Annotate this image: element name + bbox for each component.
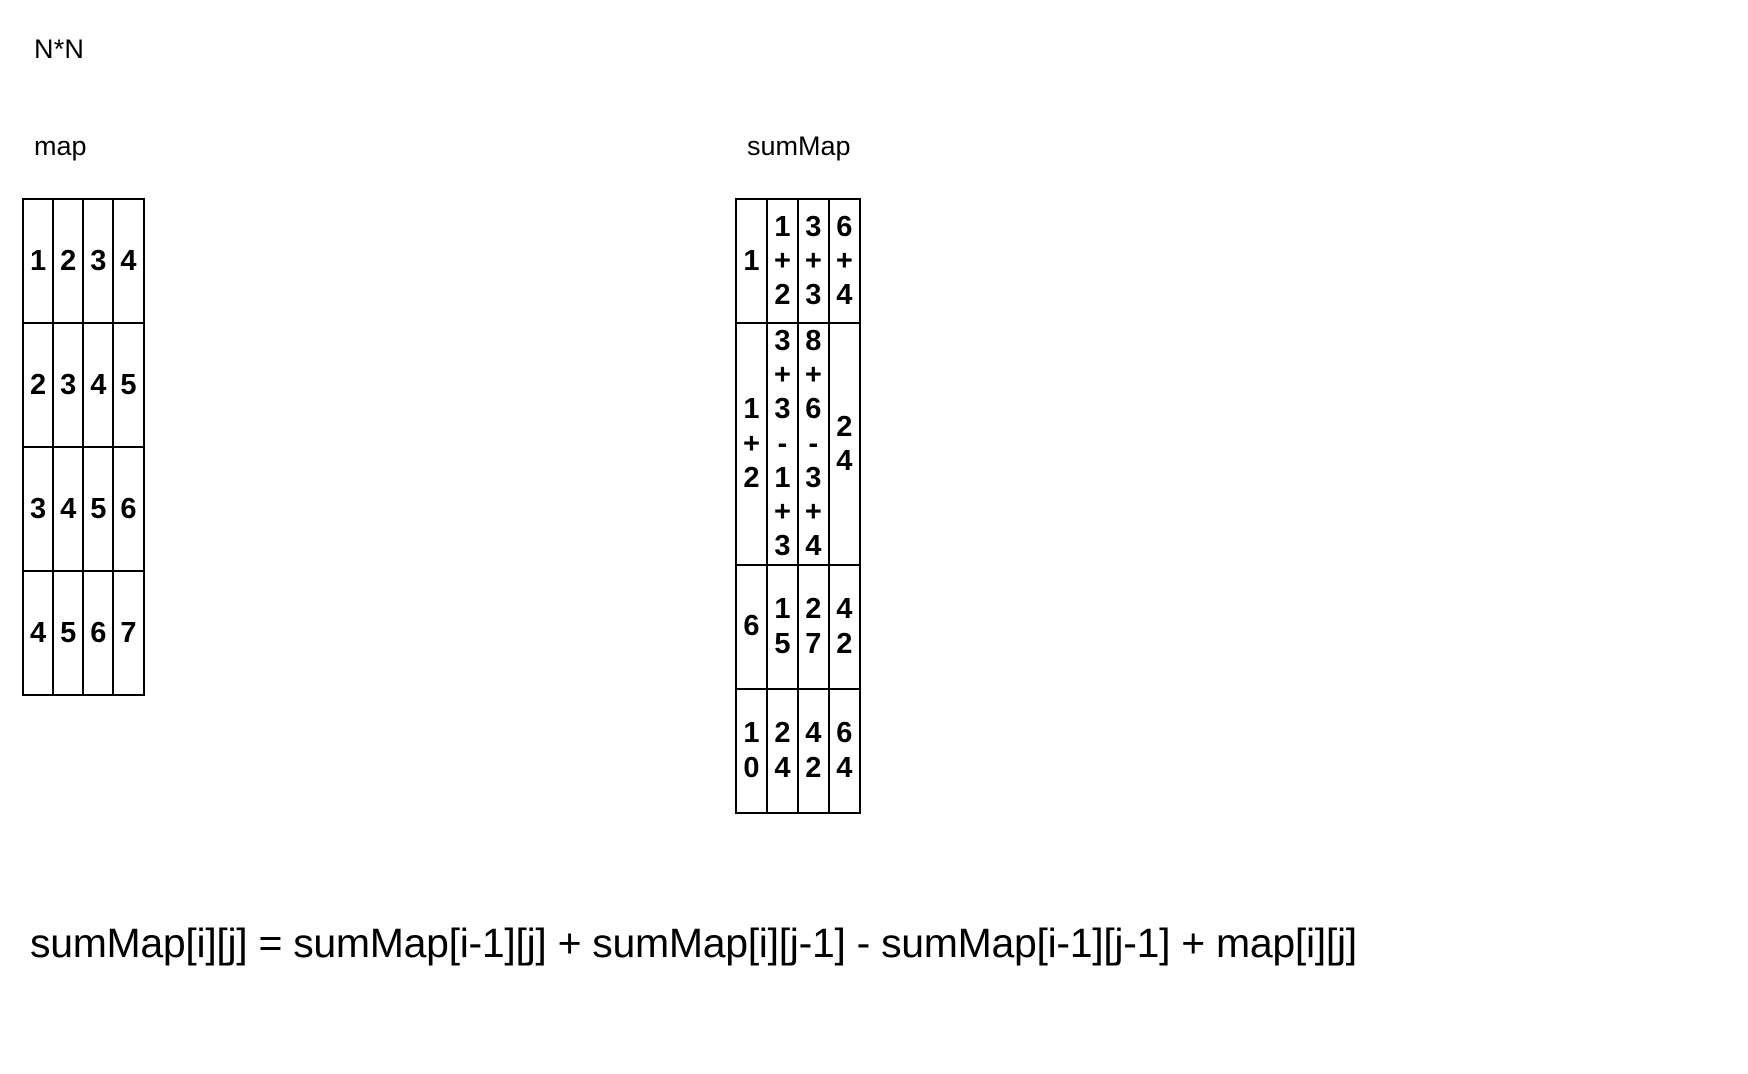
map-cell-3-0: 4 xyxy=(21,570,55,696)
cell-value: 15 xyxy=(774,593,791,660)
map-grid-title: map xyxy=(34,131,87,161)
summap-cell-2-3: 42 xyxy=(827,563,861,690)
recurrence-formula: sumMap[i][j] = sumMap[i-1][j] + sumMap[i… xyxy=(30,920,1357,966)
cell-value: 6 xyxy=(90,616,107,649)
summap-cell-3-2: 42 xyxy=(796,687,830,814)
cell-value: 1+2 xyxy=(743,393,760,494)
cell-value: 7 xyxy=(120,616,137,649)
summap-cell-2-1: 15 xyxy=(765,563,799,690)
map-cell-1-0: 2 xyxy=(21,322,55,448)
map-cell-0-3: 4 xyxy=(112,198,145,324)
cell-value: 24 xyxy=(774,717,791,784)
cell-value: 5 xyxy=(120,368,137,401)
cell-value: 5 xyxy=(90,492,107,525)
cell-value: 4 xyxy=(90,368,107,401)
cell-value: 1 xyxy=(30,244,47,277)
table-row: 4 5 6 7 xyxy=(21,570,145,696)
table-row: 2 3 4 5 xyxy=(21,322,145,448)
summap-cell-3-0: 10 xyxy=(735,687,768,814)
summap-cell-0-3: 6+4 xyxy=(827,198,861,324)
cell-value: 3 xyxy=(60,368,77,401)
map-cell-1-2: 4 xyxy=(82,322,115,448)
summap-cell-1-2: 8+6-3+4 xyxy=(796,322,830,566)
map-cell-2-2: 5 xyxy=(82,446,115,572)
map-cell-3-3: 7 xyxy=(112,570,145,696)
cell-value: 5 xyxy=(60,616,77,649)
summap-grid-table: 1 1+2 3+3 6+4 1+2 3+3-1+3 8+6-3+4 24 6 1… xyxy=(735,198,861,814)
cell-value: 6 xyxy=(120,492,137,525)
summap-cell-2-2: 27 xyxy=(796,563,830,690)
cell-value: 4 xyxy=(30,616,47,649)
table-row: 1 1+2 3+3 6+4 xyxy=(735,198,861,324)
summap-cell-2-0: 6 xyxy=(735,563,768,690)
cell-value: 3+3 xyxy=(804,210,822,312)
summap-cell-0-1: 1+2 xyxy=(765,198,799,324)
cell-value: 4 xyxy=(120,244,137,277)
cell-value: 2 xyxy=(60,244,77,277)
cell-value: 3 xyxy=(90,244,107,277)
cell-value: 4 xyxy=(60,492,77,525)
summap-cell-3-1: 24 xyxy=(765,687,799,814)
table-row: 6 15 27 42 xyxy=(735,563,861,690)
cell-value: 6 xyxy=(743,610,760,643)
cell-value: 27 xyxy=(805,593,822,660)
summap-cell-0-0: 1 xyxy=(735,198,768,324)
cell-value: 1+2 xyxy=(773,210,791,312)
cell-value: 2 xyxy=(30,368,47,401)
map-grid-table: 1 2 3 4 2 3 4 5 3 4 5 6 4 xyxy=(21,198,145,696)
map-cell-0-2: 3 xyxy=(82,198,115,324)
summap-grid-title: sumMap xyxy=(747,131,851,161)
map-cell-2-0: 3 xyxy=(21,446,55,572)
cell-value: 6+4 xyxy=(835,210,853,312)
summap-cell-1-1: 3+3-1+3 xyxy=(765,322,799,566)
map-cell-0-1: 2 xyxy=(52,198,85,324)
summap-cell-3-3: 64 xyxy=(827,687,861,814)
cell-value: 8+6-3+4 xyxy=(804,325,822,563)
cell-value: 3+3-1+3 xyxy=(773,325,791,563)
cell-value: 42 xyxy=(836,593,853,660)
map-cell-3-1: 5 xyxy=(52,570,85,696)
cell-value: 1 xyxy=(743,244,760,277)
summap-cell-1-0: 1+2 xyxy=(735,322,768,566)
summap-cell-1-3: 24 xyxy=(827,322,861,566)
table-row: 1+2 3+3-1+3 8+6-3+4 24 xyxy=(735,322,861,566)
dimension-note-label: N*N xyxy=(34,34,85,64)
cell-value: 42 xyxy=(805,717,822,784)
cell-value: 64 xyxy=(836,717,853,784)
table-row: 3 4 5 6 xyxy=(21,446,145,572)
table-row: 10 24 42 64 xyxy=(735,687,861,814)
map-cell-1-1: 3 xyxy=(52,322,85,448)
map-cell-2-3: 6 xyxy=(112,446,145,572)
map-cell-1-3: 5 xyxy=(112,322,145,448)
cell-value: 24 xyxy=(836,410,853,477)
map-cell-2-1: 4 xyxy=(52,446,85,572)
summap-cell-0-2: 3+3 xyxy=(796,198,830,324)
cell-value: 10 xyxy=(743,717,760,784)
cell-value: 3 xyxy=(30,492,47,525)
table-row: 1 2 3 4 xyxy=(21,198,145,324)
map-cell-3-2: 6 xyxy=(82,570,115,696)
map-cell-0-0: 1 xyxy=(21,198,55,324)
